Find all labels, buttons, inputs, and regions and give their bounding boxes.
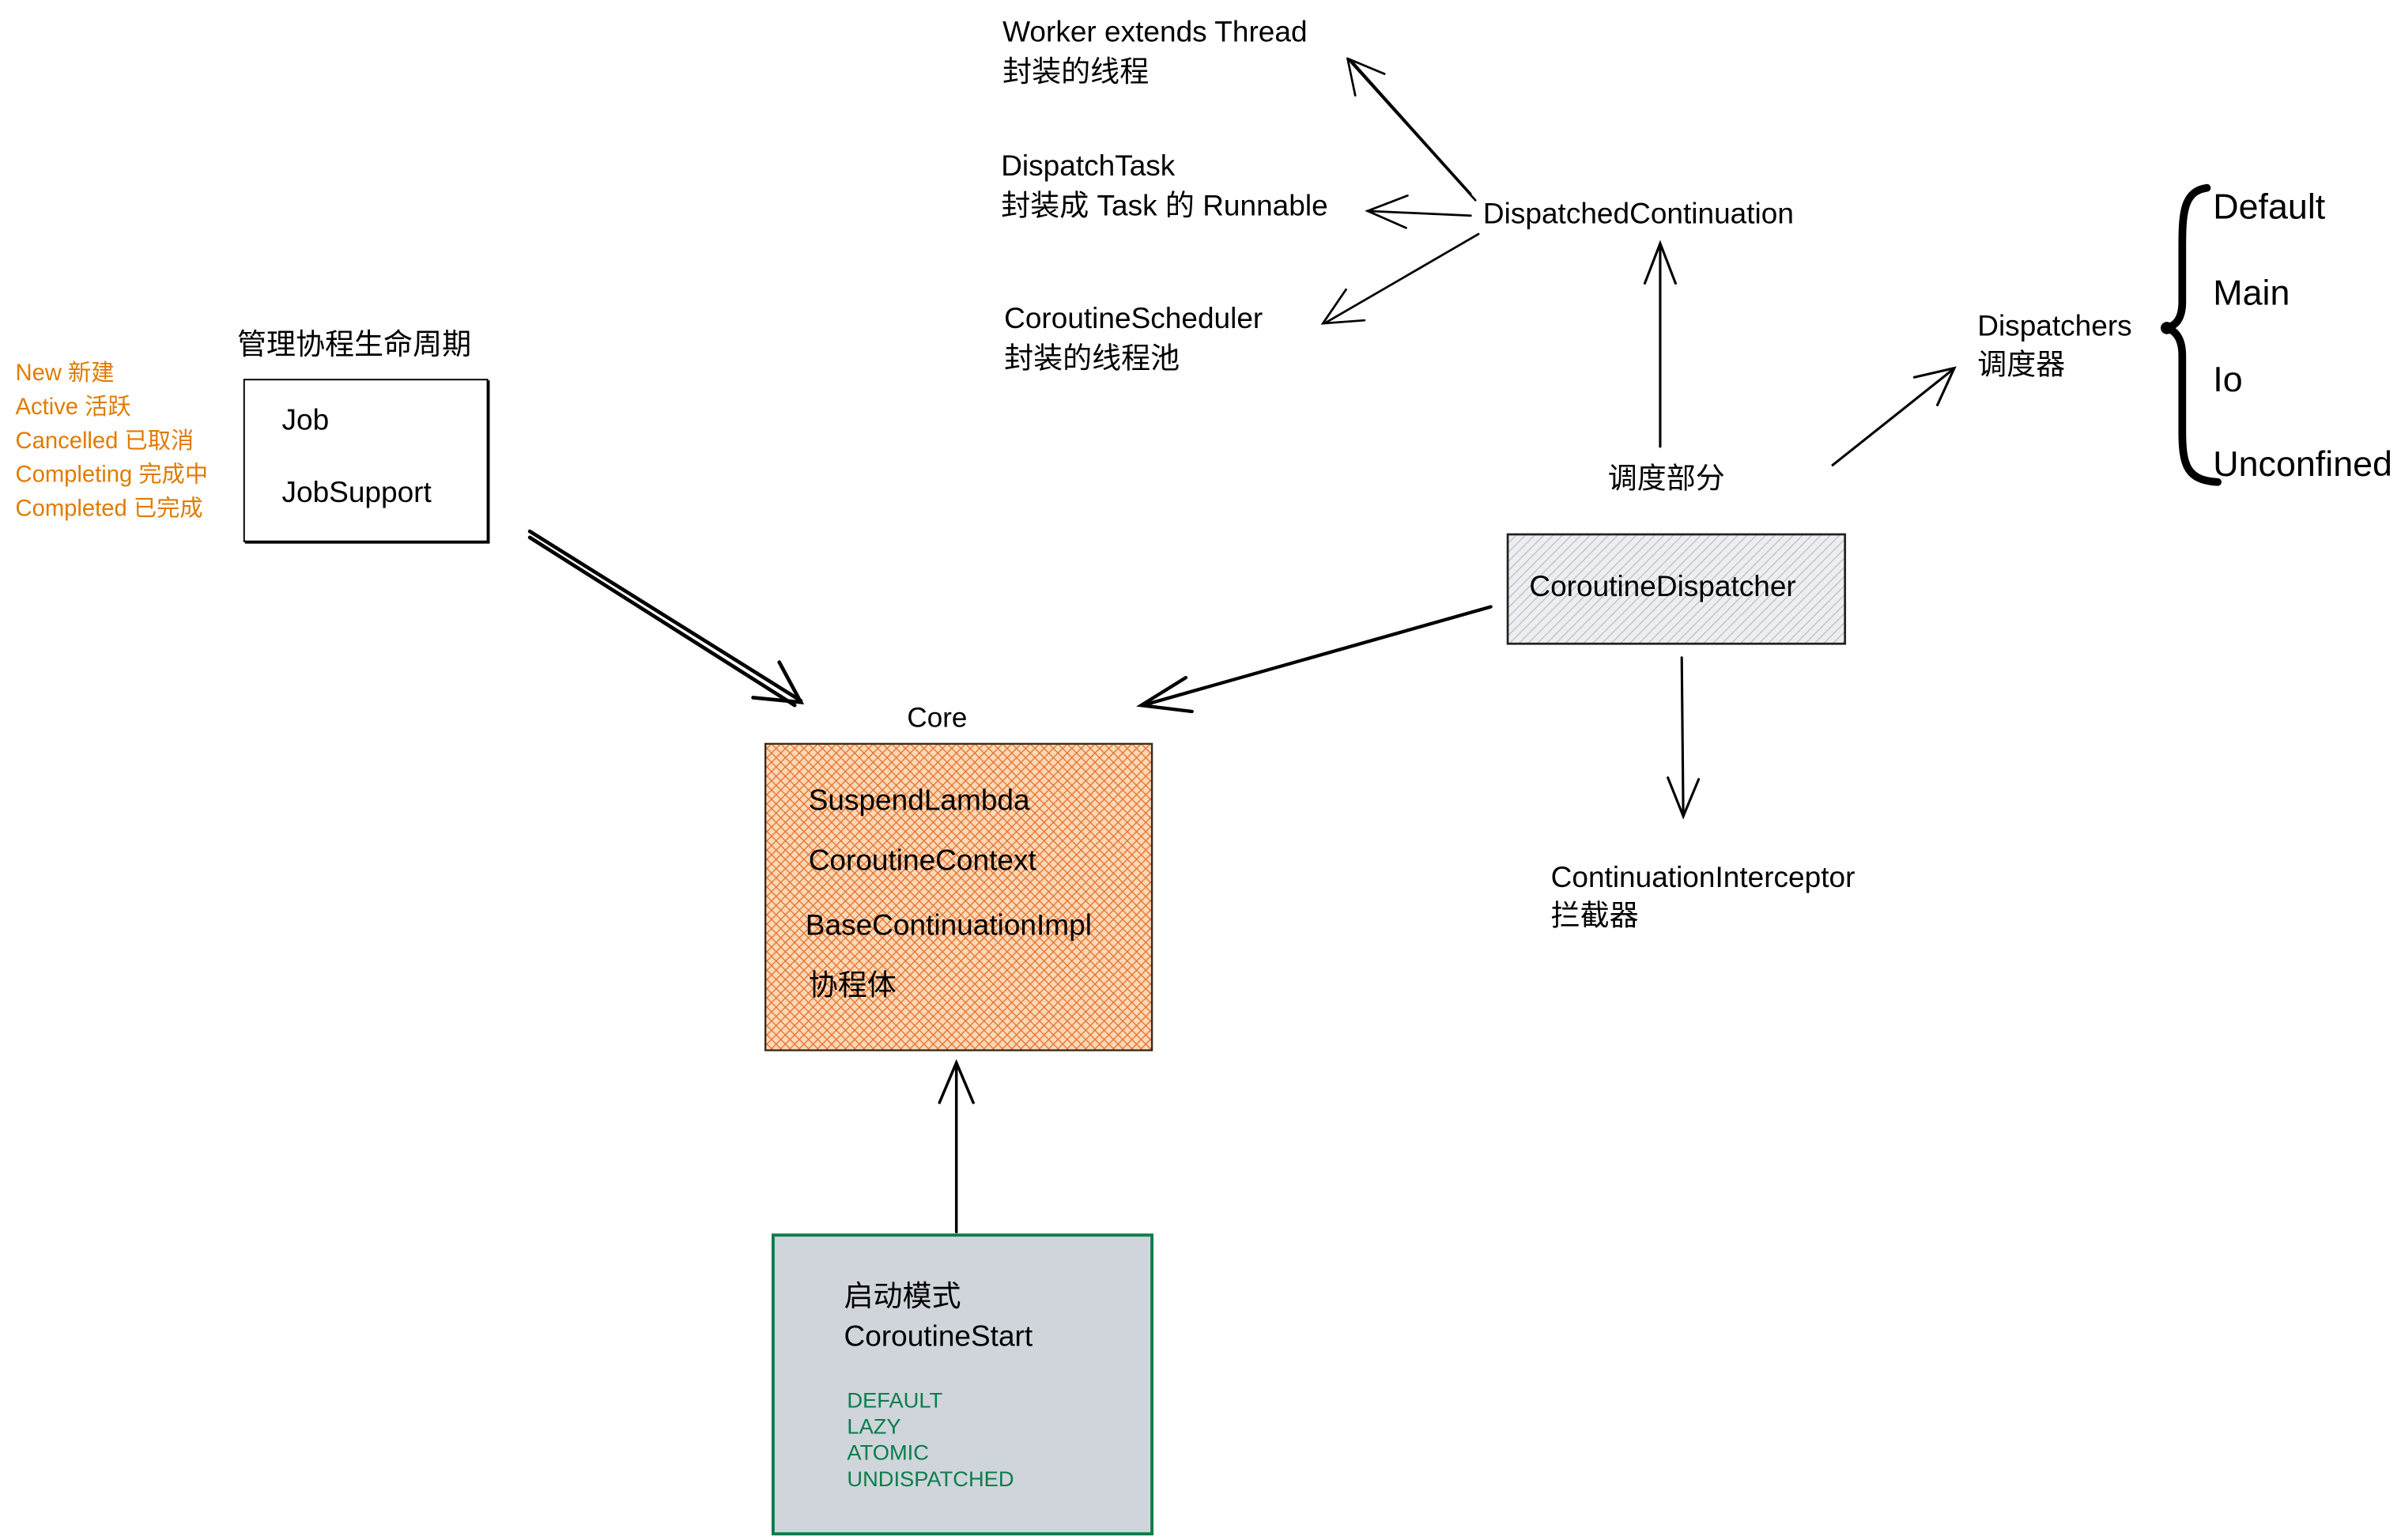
coroutine-dispatcher-box [1506,533,1847,645]
job-box-title: 管理协程生命周期 [236,329,472,362]
dispatch-task-label-cn: 封装成 Task 的 Runnable [1001,191,1328,224]
core-item-coroutine-context: CoroutineContext [808,845,1036,878]
brace-point [2161,322,2173,334]
coroutine-dispatcher-label: CoroutineDispatcher [1529,571,1796,604]
start-mode-list: DEFAULT LAZY ATOMIC UNDISPATCHED [847,1387,1014,1492]
arrow-to-scheduler [1320,232,1480,325]
core-item-suspend-lambda: SuspendLambda [808,785,1030,818]
scheduler-label-en: CoroutineScheduler [1004,303,1263,336]
core-item-coroutine-body: 协程体 [808,970,897,1003]
start-title-cn: 启动模式 [844,1281,961,1314]
arrow-start-to-core [938,1059,975,1234]
dispatcher-type-default: Default [2213,186,2326,227]
job-box: Job JobSupport [243,379,489,542]
coroutine-start-box: 启动模式 CoroutineStart DEFAULT LAZY ATOMIC … [771,1233,1154,1536]
dispatcher-type-main: Main [2213,272,2290,313]
start-mode-lazy: LAZY [847,1414,901,1439]
lifecycle-state-completing: Completing 完成中 [15,462,209,489]
worker-label-cn: 封装的线程 [1002,57,1150,89]
dispatchers-label-en: Dispatchers [1977,311,2132,344]
lifecycle-state-cancelled: Cancelled 已取消 [15,428,194,455]
job-item: Job [281,405,330,438]
scheduler-label-cn: 封装的线程池 [1004,343,1180,376]
dispatcher-type-unconfined: Unconfined [2213,444,2392,484]
arrow-job-to-core [527,529,805,708]
dispatch-task-label-en: DispatchTask [1001,150,1176,183]
dispatchers-label-cn: 调度器 [1977,349,2066,383]
dispatcher-section-label: 调度部分 [1607,463,1725,496]
dispatched-continuation-label: DispatchedContinuation [1482,198,1794,232]
core-box [764,742,1153,1051]
lifecycle-state-new: New 新建 [15,360,115,387]
start-mode-undispatched: UNDISPATCHED [847,1466,1014,1491]
arrow-dispatcher-to-interceptor [1667,656,1701,820]
arrow-to-worker [1346,57,1477,202]
lifecycle-state-active: Active 活跃 [15,394,131,421]
dispatcher-type-io: Io [2213,358,2243,399]
start-mode-default: DEFAULT [847,1387,943,1413]
arrow-to-dispatch-task [1365,194,1472,229]
lifecycle-state-list: New 新建 Active 活跃 Cancelled 已取消 Completin… [15,357,208,527]
core-title: Core [907,702,968,734]
lifecycle-state-completed: Completed 已完成 [15,496,203,523]
arrow-section-to-dispatched-continuation [1643,240,1677,448]
start-title-en: CoroutineStart [844,1321,1033,1354]
arrow-section-to-dispatchers [1831,366,1957,466]
core-item-base-continuation-impl: BaseContinuationImpl [805,910,1092,943]
interceptor-label-en: ContinuationInterceptor [1550,862,1855,895]
job-support-item: JobSupport [281,477,432,510]
arrow-dispatcher-to-core [1136,605,1493,714]
dispatcher-types-brace [2164,183,2222,486]
worker-label-en: Worker extends Thread [1002,17,1308,50]
start-mode-atomic: ATOMIC [847,1440,929,1465]
interceptor-label-cn: 拦截器 [1550,900,1639,934]
